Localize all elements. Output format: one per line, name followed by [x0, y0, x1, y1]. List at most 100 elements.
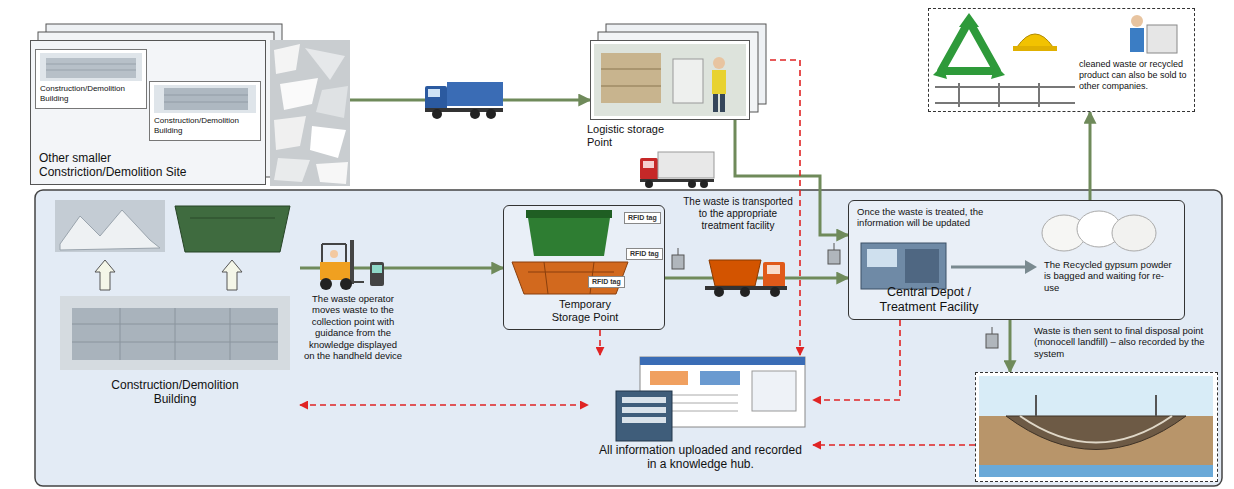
lorry-part: [640, 158, 658, 180]
rfid-reader-part: [992, 327, 993, 334]
info-link: [813, 320, 900, 400]
rfid-tag: RFID tag: [588, 276, 625, 288]
landfill-box: Waste is then sent to final disposal poi…: [975, 372, 1218, 482]
site-backdrop-part: [31, 41, 265, 184]
debris-photo-part: [274, 116, 306, 150]
recycling-illustration-part: [958, 83, 960, 107]
recycling-illustration-part: [933, 65, 947, 79]
landfill-illustration-part: [1155, 395, 1157, 416]
warehouse-photo-part: [673, 59, 703, 103]
building-photo-part: [46, 70, 136, 71]
resale-box: cleaned waste or recycled product can al…: [928, 8, 1195, 112]
warehouse-photo-part: [713, 94, 718, 112]
forklift-part: [350, 240, 354, 284]
rfid-reader: [672, 248, 684, 269]
treatment-illustration-part: [861, 243, 946, 289]
debris-photo-part: [316, 162, 348, 184]
debris-photo-part: [305, 48, 345, 80]
container-illustration-part: [528, 218, 610, 256]
knowledge-hub-illustration-part: [640, 357, 805, 365]
text-slot: Construction/Demolition Building: [100, 378, 250, 407]
rfid-reader-part: [986, 334, 998, 348]
treatment-illustration-part: [905, 249, 939, 283]
tipper-truck: [425, 82, 503, 119]
knowledge-hub: All information uploaded and recorded in…: [588, 355, 813, 482]
site-building: Construction/Demolition Building: [50, 196, 300, 415]
warehouse-photo-part: [713, 57, 725, 69]
recycling-illustration-part: [1013, 46, 1057, 51]
building-site-illustration-part: [120, 308, 121, 360]
handheld-device-part: [372, 265, 382, 273]
building-photo-part: [46, 64, 136, 65]
building-photo-part: [164, 88, 248, 110]
hub-caption: All information uploaded and recorded in…: [593, 443, 808, 472]
treatment-illustration-part: [951, 266, 1027, 269]
skip-truck-part: [767, 265, 780, 274]
forklift-part: [340, 278, 352, 290]
building-site-illustration-part: [230, 308, 231, 360]
knowledge-hub-illustration-part: [752, 371, 796, 411]
treatment-illustration-part: [1025, 260, 1037, 274]
tag-text: RFID tag: [628, 214, 657, 222]
text-slot: Other smaller Constriction/Demolition Si…: [39, 151, 209, 180]
forklift-part: [322, 243, 346, 245]
text-slot: cleaned waste or recycled product can al…: [1079, 59, 1191, 91]
debris-photo: [270, 40, 350, 186]
building-site-illustration-part: [72, 308, 278, 360]
landfill-illustration-part: [1035, 395, 1037, 416]
text-slot: Construction/Demolition Building: [154, 116, 258, 135]
lorry-part: [688, 180, 696, 188]
lorry-part: [700, 180, 708, 188]
landfill-illustration-part: [1020, 416, 1172, 443]
building-site-illustration-part: [95, 260, 115, 290]
forklift-part: [320, 278, 332, 290]
tipper-truck-part: [486, 109, 496, 119]
knowledge-hub-illustration-part: [650, 371, 688, 385]
tipper-truck-part: [425, 86, 447, 110]
building-photo-part: [46, 58, 136, 78]
landfill-illustration-part: [979, 465, 1213, 477]
forklift: [320, 240, 364, 290]
debris-photo-part: [280, 78, 318, 110]
landfill-illustration: [976, 373, 1216, 480]
building-site-illustration-part: [55, 200, 165, 252]
knowledge-hub-illustration: [588, 355, 813, 443]
rfid-reader: [828, 243, 840, 264]
skip-truck-part: [709, 260, 761, 286]
text-slot: Temporary Storage Point: [540, 298, 630, 324]
warehouse-photo-part: [601, 69, 661, 70]
recycling-illustration-part: [1130, 28, 1144, 52]
container-illustration-part: [528, 272, 614, 273]
depot-note: The Recycled gypsum powder is bagged and…: [1044, 259, 1176, 293]
lorry-part: [643, 161, 654, 168]
recycling-illustration-part: [998, 83, 1000, 107]
recycling-illustration-part: [941, 21, 997, 71]
landfill-note: Waste is then sent to final disposal poi…: [1034, 325, 1216, 359]
handheld-device-part: [370, 262, 384, 286]
debris-photo-part: [316, 86, 348, 118]
tipper-truck-part: [432, 109, 442, 119]
flow-arrow: [1009, 320, 1012, 372]
landfill-illustration-part: [979, 416, 1213, 477]
site-panel: Other smaller Constriction/Demolition Si…: [30, 40, 266, 185]
building-caption: Construction/Demolition Building: [100, 378, 250, 407]
recycling-illustration-part: [959, 13, 979, 27]
text-slot: The Recycled gypsum powder is bagged and…: [1044, 259, 1176, 293]
text-slot: The waste is transported to the appropri…: [682, 196, 794, 232]
debris-photo-part: [310, 126, 346, 158]
rfid-reader-part: [834, 243, 835, 250]
region-outline: [35, 190, 1222, 486]
site-card: Construction/Demolition Building: [149, 81, 261, 141]
forklift-part: [330, 250, 338, 258]
storage-caption: Logistic storage Point: [587, 123, 687, 149]
knowledge-hub-illustration-part: [622, 397, 666, 403]
site-card: Construction/Demolition Building: [35, 49, 147, 109]
forklift-part: [345, 244, 347, 262]
text-slot: Logistic storage Point: [587, 123, 687, 149]
recycling-illustration-part: [1017, 34, 1053, 47]
building-photo-part: [164, 102, 248, 103]
knowledge-hub-illustration-part: [622, 417, 666, 423]
info-link: [300, 404, 588, 406]
